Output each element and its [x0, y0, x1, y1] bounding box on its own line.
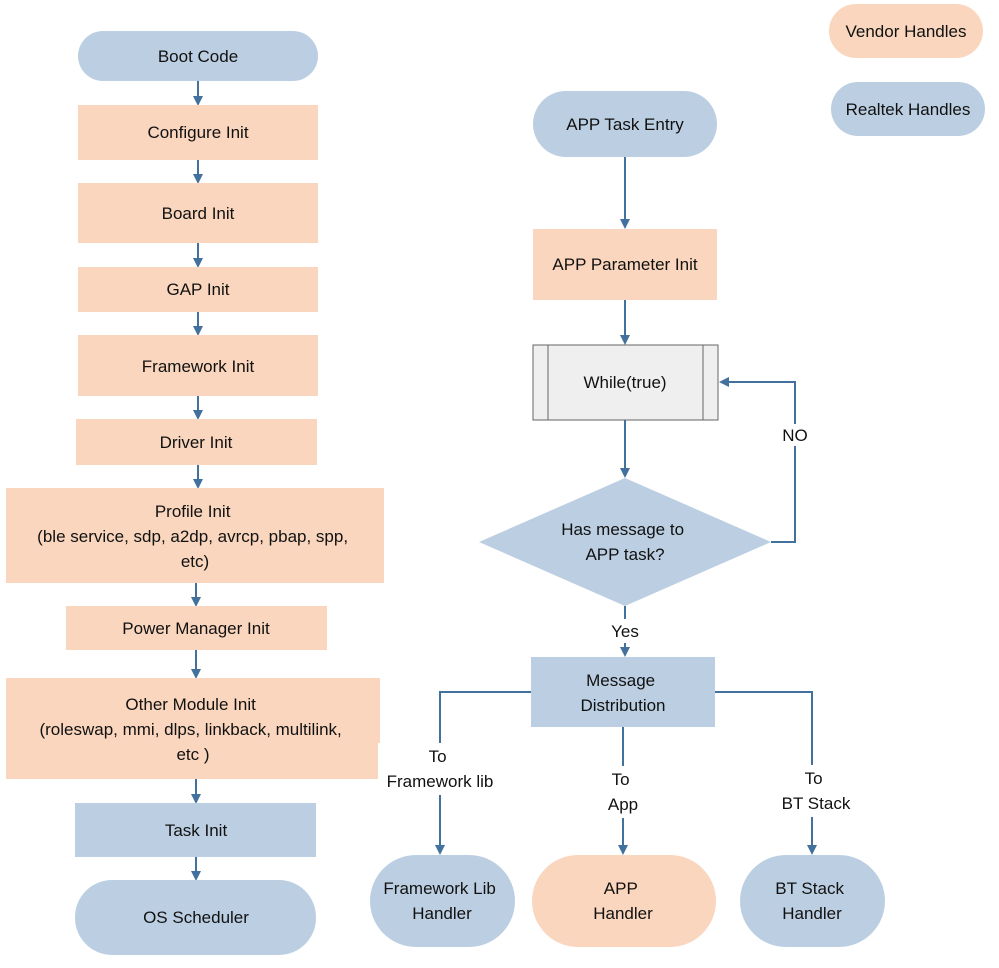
to-bt-stack-label-bg [775, 765, 857, 817]
yes-label: Yes [611, 622, 639, 641]
to-framework-line-2: Framework lib [387, 772, 494, 791]
board-init-node [78, 183, 318, 243]
arrow-no-loop [719, 377, 796, 543]
to-app-line-2: App [608, 795, 638, 814]
yes-label-bg [604, 619, 646, 643]
while-true-node [532, 344, 719, 421]
other-module-init-line-3: etc ) [176, 745, 209, 764]
bt-stack-handler-node [740, 855, 885, 947]
to-app-label: To App [608, 770, 638, 814]
framework-lib-handler-line-1: Framework Lib [383, 879, 495, 898]
no-label: NO [782, 426, 808, 445]
to-app-line-1: To [612, 770, 630, 789]
gap-init-node [78, 267, 318, 312]
framework-init-node [78, 335, 318, 396]
message-distribution-line-2: Distribution [580, 696, 665, 715]
os-scheduler-label: OS Scheduler [143, 908, 249, 927]
task-init-node [75, 803, 316, 857]
to-bt-stack-label: To BT Stack [782, 769, 851, 813]
boot-code-label: Boot Code [158, 47, 238, 66]
to-app-label-bg [603, 766, 643, 818]
other-module-init-label: Other Module Init (roleswap, mmi, dlps, … [39, 695, 346, 764]
framework-lib-handler-line-2: Handler [412, 904, 472, 923]
profile-init-line-3: etc) [181, 552, 209, 571]
framework-lib-handler-label: Framework Lib Handler [383, 879, 500, 923]
arrow-to-framework [435, 691, 531, 855]
profile-init-line-2: (ble service, sdp, a2dp, avrcp, pbap, sp… [37, 527, 348, 546]
task-init-label: Task Init [165, 821, 228, 840]
other-module-init-line-1: Other Module Init [125, 695, 256, 714]
profile-init-line-1: Profile Init [155, 502, 231, 521]
app-task-entry-label: APP Task Entry [566, 115, 684, 134]
to-bt-stack-line-2: BT Stack [782, 794, 851, 813]
legend-realtek-swatch [831, 82, 985, 136]
other-module-init-node [6, 678, 380, 779]
decision-node [479, 478, 771, 606]
to-bt-stack-line-1: To [805, 769, 823, 788]
bt-stack-handler-line-2: Handler [782, 904, 842, 923]
decision-label: Has message to APP task? [561, 520, 689, 564]
bt-stack-handler-line-1: BT Stack [775, 879, 844, 898]
bt-stack-handler-label: BT Stack Handler [775, 879, 848, 923]
driver-init-label: Driver Init [160, 433, 233, 452]
decision-line-2: APP task? [585, 545, 664, 564]
to-framework-label-bg [378, 743, 502, 795]
app-task-entry-node [533, 91, 717, 157]
app-handler-node [532, 855, 716, 947]
legend-vendor-swatch [829, 4, 983, 58]
legend-vendor-label: Vendor Handles [846, 22, 967, 41]
message-distribution-line-1: Message [586, 671, 655, 690]
board-init-label: Board Init [162, 204, 235, 223]
configure-init-label: Configure Init [147, 123, 248, 142]
app-handler-line-1: APP [604, 879, 638, 898]
framework-init-label: Framework Init [142, 357, 255, 376]
init-flow: Boot Code Configure Init Board Init GAP … [6, 31, 384, 955]
app-parameter-init-label: APP Parameter Init [552, 255, 697, 274]
os-scheduler-node [75, 880, 316, 955]
decision-line-1: Has message to [561, 520, 684, 539]
while-true-label: While(true) [583, 373, 666, 392]
app-flow: APP Task Entry APP Parameter Init While(… [370, 91, 885, 947]
power-manager-init-label: Power Manager Init [122, 619, 270, 638]
message-distribution-node [531, 657, 715, 727]
profile-init-label: Profile Init (ble service, sdp, a2dp, av… [37, 502, 353, 571]
boot-code-node [78, 31, 318, 81]
no-label-bg [778, 424, 812, 446]
power-manager-init-node [66, 606, 327, 650]
message-distribution-label: Message Distribution [580, 671, 665, 715]
other-module-init-line-2: (roleswap, mmi, dlps, linkback, multilin… [39, 720, 341, 739]
to-framework-line-1: To [429, 747, 447, 766]
profile-init-node [6, 488, 384, 583]
driver-init-node [76, 419, 317, 465]
gap-init-label: GAP Init [167, 280, 230, 299]
app-parameter-init-node [533, 229, 717, 300]
framework-lib-handler-node [370, 855, 515, 947]
legend-realtek-label: Realtek Handles [846, 100, 971, 119]
app-handler-label: APP Handler [593, 879, 653, 923]
to-framework-label: To Framework lib [387, 747, 494, 791]
app-handler-line-2: Handler [593, 904, 653, 923]
configure-init-node [78, 105, 318, 160]
